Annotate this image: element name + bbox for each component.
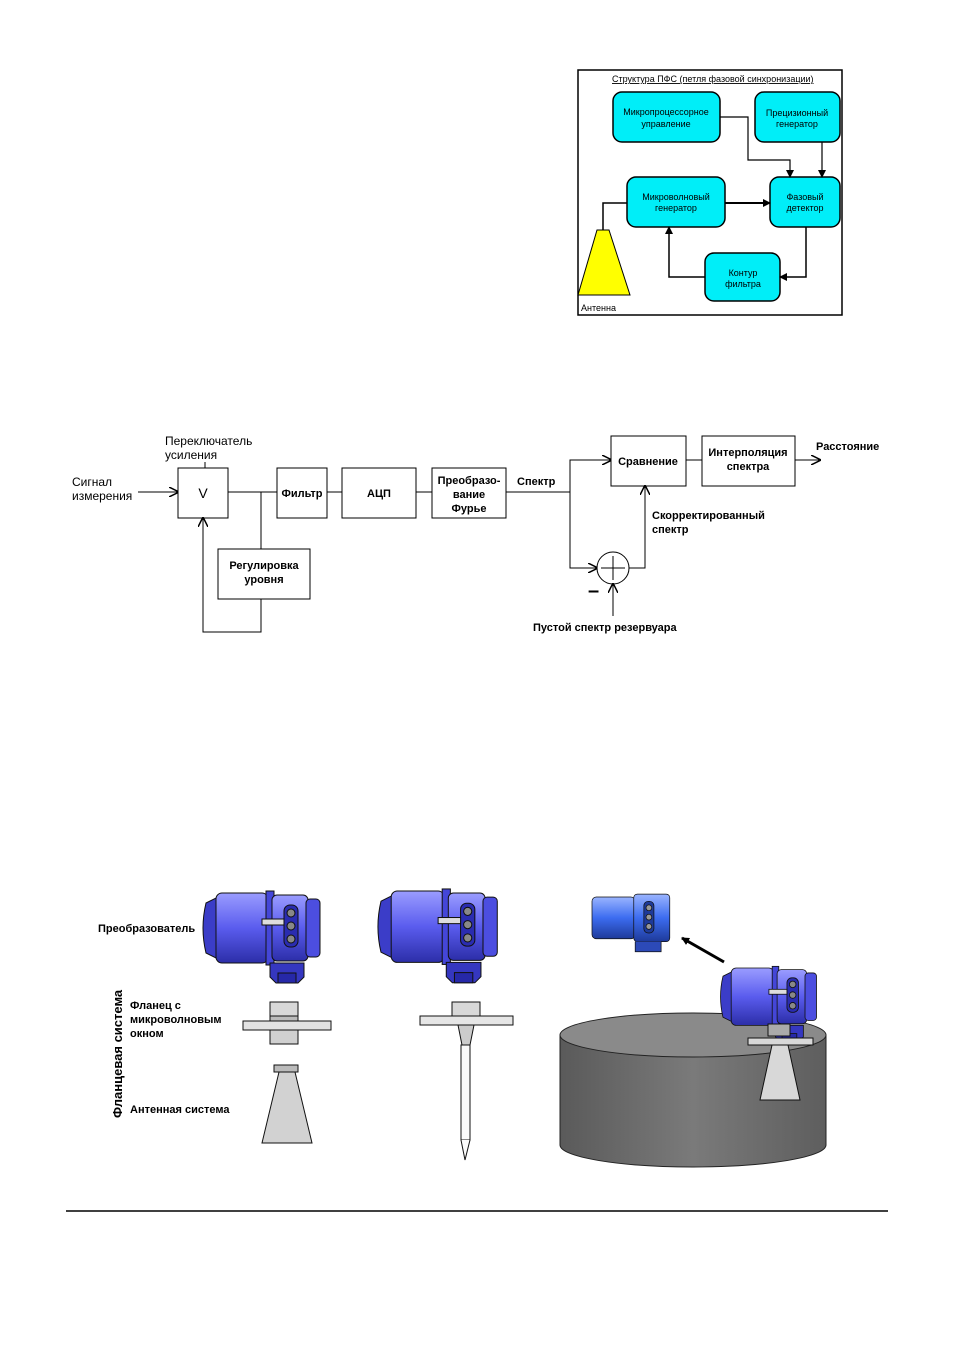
flange-line1: Фланец с	[130, 1000, 181, 1012]
interp-line2: спектра	[727, 461, 770, 473]
detach-arrow	[681, 936, 725, 964]
horn-antenna	[261, 1064, 313, 1144]
arrow-level-feedback	[203, 518, 262, 633]
pll-title: Структура ПФС (петля фазовой синхронизац…	[612, 74, 814, 84]
micro-control-line2: управление	[641, 119, 690, 129]
fourier-line1: Преобразо-	[438, 475, 501, 487]
microwave-gen-line2: генератор	[655, 203, 697, 213]
flange-system-label: Фланцевая система	[110, 989, 125, 1118]
arrow-sum-to-compare	[629, 486, 645, 569]
interp-line1: Интерполяция	[708, 447, 787, 459]
minus-sign: –	[588, 580, 599, 602]
fourier-box	[431, 467, 507, 519]
compare-box	[610, 435, 687, 487]
adc-label: АЦП	[367, 488, 391, 500]
precision-gen-line1: Прецизионный	[766, 108, 828, 118]
fourier-line3: Фурье	[452, 503, 487, 515]
arrow-filter-to-microwave	[665, 226, 705, 278]
transducer-housing-2	[377, 888, 498, 984]
arrow-phase-to-filter	[779, 227, 807, 281]
level-box	[217, 548, 311, 600]
corrected-line2: спектр	[652, 524, 689, 536]
corrected-line1: Скорректированный	[652, 510, 765, 522]
filter-label: Фильтр	[281, 488, 322, 500]
arrow-micro-to-phase	[720, 116, 794, 178]
rod-antenna	[419, 1001, 514, 1161]
flange-with-window	[242, 1001, 332, 1045]
phase-detector-block: Фазовый детектор	[769, 176, 841, 228]
micro-control-line1: Микропроцессорное	[623, 107, 709, 117]
precision-generator-block: Прецизионный генератор	[754, 91, 841, 143]
transducer-housing-1	[202, 890, 321, 984]
amplifier-label: V	[198, 485, 208, 501]
micro-control-block: Микропроцессорное управление	[612, 91, 721, 143]
microwave-generator-block: Микроволновый генератор	[626, 176, 726, 228]
summing-junction	[596, 551, 630, 585]
microwave-gen-line1: Микроволновый	[642, 192, 709, 202]
flange-line2: микроволновым	[130, 1014, 222, 1026]
transducer-housing-detached	[591, 893, 671, 953]
spectrum-label: Спектр	[517, 476, 556, 488]
gain-switch-line2: усиления	[165, 448, 217, 462]
pll-diagram: Структура ПФС (петля фазовой синхронизац…	[577, 69, 843, 316]
filter-box	[276, 467, 328, 519]
arrow-spectrum-to-compare	[569, 460, 611, 492]
tank-mounted-antenna	[747, 1023, 814, 1101]
level-line1: Регулировка	[229, 560, 299, 572]
line-microwave-to-antenna	[602, 202, 627, 230]
precision-gen-line2: генератор	[776, 119, 818, 129]
gain-switch-line1: Переключатель	[165, 434, 252, 448]
transducer-label: Преобразователь	[98, 923, 195, 935]
filter-loop-line1: Контур	[729, 268, 758, 278]
antenna-label: Антенна	[581, 303, 616, 313]
flange-line3: окном	[130, 1028, 164, 1040]
devices-illustration: Преобразователь Фланцевая система Фланец…	[98, 888, 827, 1168]
phase-det-line1: Фазовый	[786, 192, 823, 202]
level-line2: уровня	[244, 574, 283, 586]
distance-label: Расстояние	[816, 441, 879, 453]
phase-det-line2: детектор	[786, 203, 823, 213]
antenna-system-label: Антенная система	[130, 1104, 230, 1116]
arrow-spectrum-to-sum	[569, 492, 597, 568]
adc-box	[341, 467, 417, 519]
empty-spectrum-label: Пустой спектр резервуара	[533, 622, 677, 634]
signal-line1: Сигнал	[72, 475, 112, 489]
signal-block-diagram: Сигнал измерения Переключатель усиления …	[72, 434, 879, 634]
interp-box	[701, 435, 796, 487]
fourier-line2: вание	[453, 489, 485, 501]
compare-label: Сравнение	[618, 456, 678, 468]
filter-loop-block: Контур фильтра	[704, 252, 781, 302]
antenna-horn	[577, 229, 631, 296]
signal-line2: измерения	[72, 489, 132, 503]
filter-loop-line2: фильтра	[725, 279, 761, 289]
